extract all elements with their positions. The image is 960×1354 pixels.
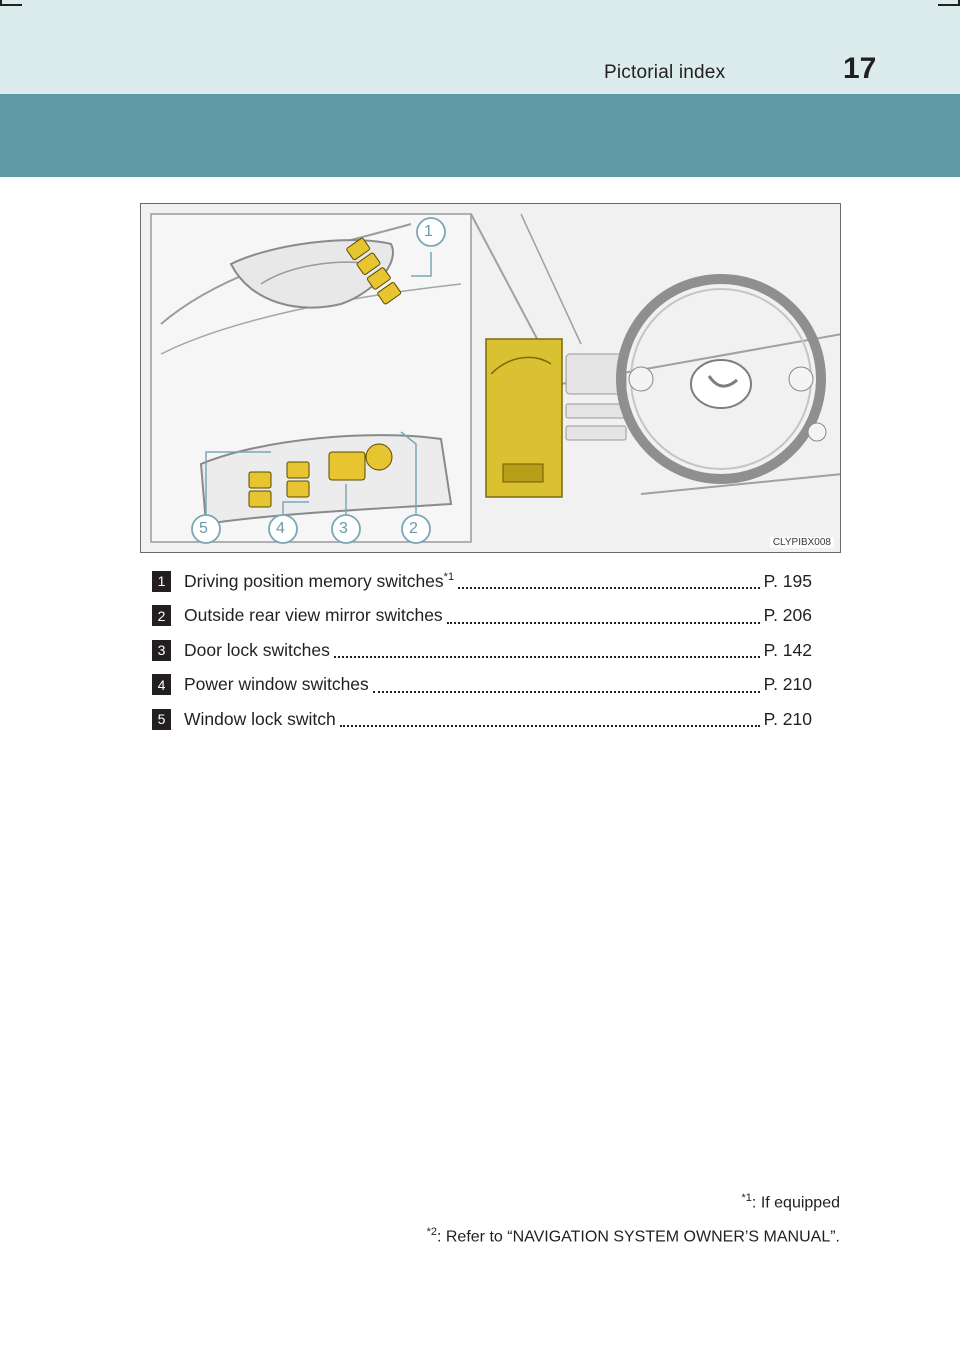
item-number: 1 <box>152 570 171 592</box>
window-switch <box>248 471 272 489</box>
page-reference[interactable]: P. 142 <box>763 639 812 660</box>
page-reference[interactable]: P. 210 <box>763 708 812 729</box>
window-switch <box>286 461 310 479</box>
crop-mark-right-h <box>938 4 960 6</box>
list-item: 5 Window lock switch P. 210 <box>152 702 812 737</box>
zoom-switches <box>502 463 544 483</box>
illustration-drawing <box>150 213 840 544</box>
leader-line <box>411 252 432 277</box>
leader-line <box>205 451 271 522</box>
page-number: 17 <box>843 52 877 85</box>
dot-leader <box>372 677 760 693</box>
dot-leader <box>458 573 760 590</box>
item-label: Window lock switch <box>184 708 336 729</box>
leader-line <box>400 431 417 522</box>
mirror-switch <box>365 443 393 471</box>
footnote-2: *2: Refer to “NAVIGATION SYSTEM OWNER’S … <box>426 1226 840 1246</box>
door-switch-illustration: 1 2 3 4 5 CLYPIBX008 <box>140 203 841 553</box>
console-buttons <box>565 403 627 419</box>
list-item: 2 Outside rear view mirror switches P. 2… <box>152 599 812 634</box>
footnote-1: *1: If equipped <box>741 1192 840 1212</box>
start-button <box>807 422 827 442</box>
dot-leader <box>339 711 760 728</box>
crop-mark-left-h <box>0 4 22 6</box>
page-reference[interactable]: P. 206 <box>763 605 812 626</box>
lexus-emblem <box>707 375 738 388</box>
crop-mark-left <box>0 0 2 6</box>
callout-circle-5: 5 <box>199 520 208 537</box>
header-stripe <box>0 94 960 177</box>
page-reference[interactable]: P. 210 <box>763 674 812 695</box>
item-label: Power window switches <box>184 674 369 695</box>
header-band <box>0 0 960 94</box>
callout-circle-3: 3 <box>339 520 348 537</box>
footnote-ref: *1 <box>443 570 455 583</box>
steering-wheel <box>616 274 826 484</box>
item-label: Driving position memory switches*1 <box>184 570 455 591</box>
steering-hub <box>690 359 752 409</box>
list-item: 3 Door lock switches P. 142 <box>152 633 812 668</box>
item-label: Outside rear view mirror switches <box>184 605 443 626</box>
item-number: 5 <box>152 708 171 730</box>
callout-list: 1 Driving position memory switches*1 P. … <box>152 564 812 737</box>
wheel-switch <box>788 366 814 392</box>
page-reference[interactable]: P. 195 <box>763 570 812 591</box>
door-lock-switch <box>328 451 366 481</box>
list-item: 4 Power window switches P. 210 <box>152 668 812 703</box>
figure-code: CLYPIBX008 <box>769 537 834 548</box>
memory-switches <box>346 237 402 305</box>
callout-circle-2: 2 <box>409 520 418 537</box>
item-number: 3 <box>152 639 171 661</box>
dot-leader <box>446 608 760 624</box>
console-buttons <box>565 425 627 441</box>
wheel-switch <box>628 366 654 392</box>
callout-circle-1: 1 <box>424 223 433 240</box>
crop-mark-right <box>958 0 960 6</box>
item-label: Door lock switches <box>184 639 330 660</box>
window-switch <box>248 490 272 508</box>
list-item: 1 Driving position memory switches*1 P. … <box>152 564 812 599</box>
dot-leader <box>333 642 760 659</box>
section-title: Pictorial index <box>604 62 726 83</box>
pillar-line <box>520 213 582 345</box>
zoom-handle <box>490 356 552 375</box>
callout-circle-4: 4 <box>276 520 285 537</box>
window-switch <box>286 480 310 498</box>
item-number: 2 <box>152 605 171 627</box>
item-number: 4 <box>152 674 171 696</box>
